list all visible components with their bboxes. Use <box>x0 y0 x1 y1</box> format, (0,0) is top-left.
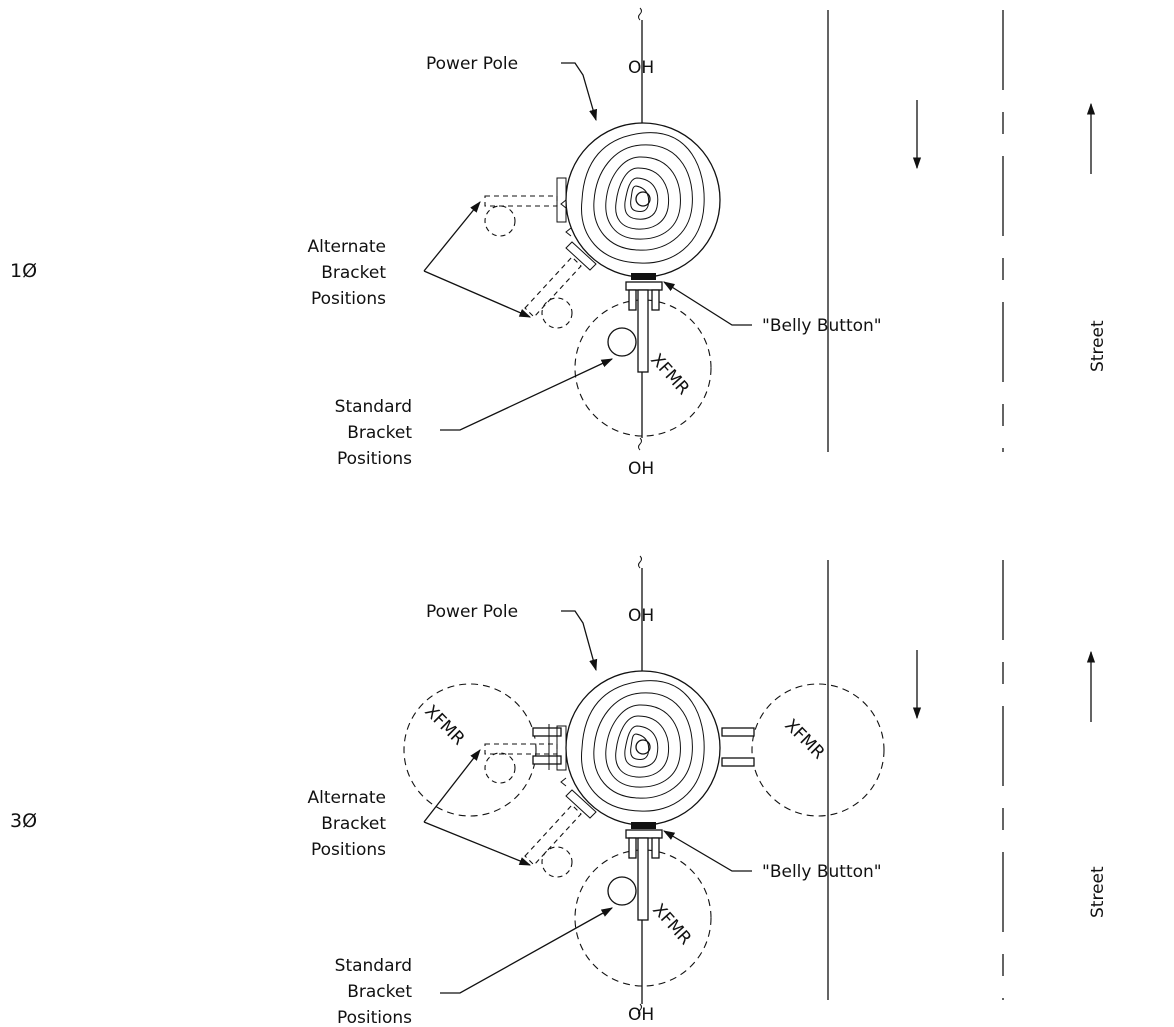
svg-text:Positions: Positions <box>337 449 412 469</box>
left-side-bracket <box>532 724 562 770</box>
standard-bracket <box>625 281 663 373</box>
street: Street <box>827 10 1108 452</box>
standard-leader <box>440 358 614 431</box>
transformer-label: XFMR <box>646 350 693 399</box>
standard-bracket <box>625 829 663 921</box>
pole-leader <box>561 62 598 122</box>
standard-label: Standard Bracket Positions <box>335 397 413 469</box>
right-transformer-label: XFMR <box>780 715 828 763</box>
overhead-label-top: OH <box>628 58 654 78</box>
svg-text:Standard: Standard <box>335 397 412 417</box>
svg-text:Bracket: Bracket <box>321 814 386 834</box>
svg-text:Positions: Positions <box>311 840 386 860</box>
power-pole <box>560 122 721 280</box>
alternate-bracket-diagonal <box>524 789 597 878</box>
svg-text:Bracket: Bracket <box>347 982 412 1002</box>
pole-label: Power Pole <box>426 54 518 74</box>
belly-button-label: "Belly Button" <box>762 316 882 336</box>
street: Street <box>827 560 1108 1000</box>
power-pole <box>560 670 721 829</box>
svg-text:Alternate: Alternate <box>308 788 386 808</box>
alternate-label: Alternate Bracket Positions <box>308 237 387 309</box>
street-label: Street <box>1088 866 1108 918</box>
alternate-bracket-diagonal <box>524 241 597 329</box>
svg-text:Positions: Positions <box>311 289 386 309</box>
left-transformer-circle: XFMR <box>403 683 537 817</box>
svg-text:Bracket: Bracket <box>347 423 412 443</box>
alternate-leader-upper <box>423 749 481 823</box>
phase-label: 3Ø <box>10 810 37 832</box>
standard-leader <box>440 907 614 994</box>
standard-label: Standard Bracket Positions <box>335 956 413 1027</box>
transformer-label: XFMR <box>648 900 695 949</box>
left-transformer-label: XFMR <box>420 701 468 749</box>
alternate-label: Alternate Bracket Positions <box>308 788 387 860</box>
alternate-leader-upper <box>423 201 481 272</box>
pole-leader <box>561 610 598 672</box>
alternate-leader-lower <box>423 270 532 318</box>
belly-button-leader <box>663 281 752 326</box>
phase-label: 1Ø <box>10 260 37 282</box>
alternate-bracket-left <box>484 725 567 784</box>
panel-three-phase: 3Ø OH OH XFMR XFMR XFMR <box>10 555 1108 1027</box>
overhead-label-bottom: OH <box>628 1005 654 1025</box>
alternate-bracket-left <box>484 177 567 237</box>
panel-single-phase: 1Ø OH OH XFMR <box>10 7 1108 479</box>
svg-text:Positions: Positions <box>337 1008 412 1027</box>
right-transformer-circle: XFMR <box>751 683 885 817</box>
belly-button-leader <box>662 830 752 872</box>
svg-text:Standard: Standard <box>335 956 412 976</box>
alternate-leader-lower <box>423 821 532 866</box>
pole-label: Power Pole <box>426 602 518 622</box>
svg-text:Bracket: Bracket <box>321 263 386 283</box>
belly-button-label: "Belly Button" <box>762 862 882 882</box>
overhead-label-bottom: OH <box>628 459 654 479</box>
right-side-bracket <box>721 727 755 767</box>
street-label: Street <box>1088 320 1108 372</box>
svg-text:Alternate: Alternate <box>308 237 386 257</box>
overhead-label-top: OH <box>628 606 654 626</box>
